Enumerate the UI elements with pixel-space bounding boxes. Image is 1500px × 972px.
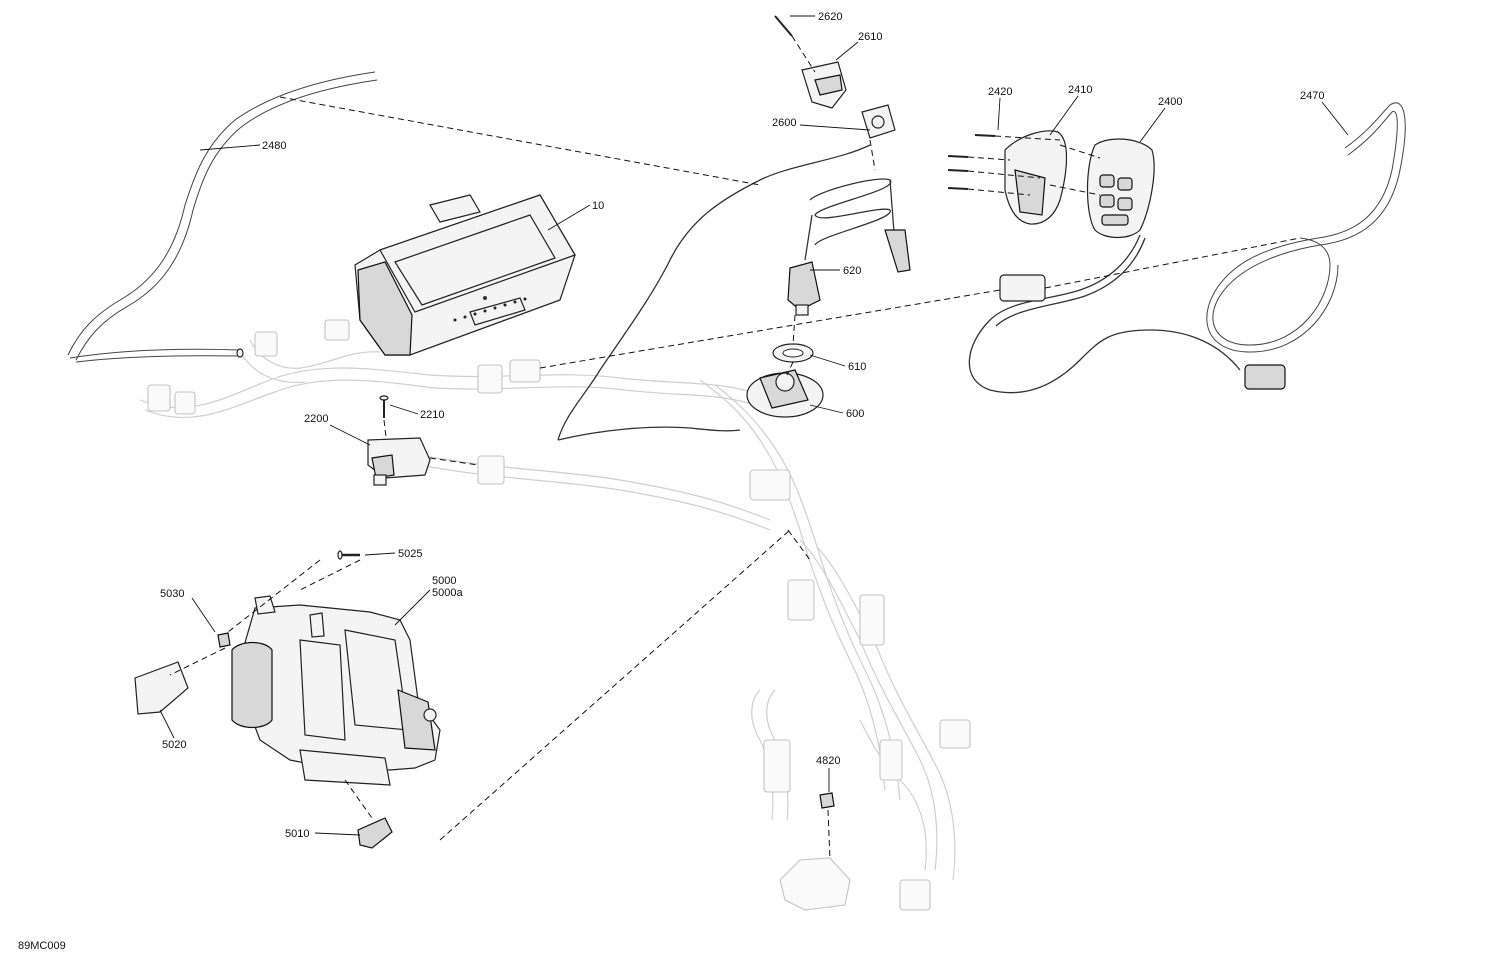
callout-2600: 2600 <box>772 117 796 129</box>
callout-4820: 4820 <box>816 755 840 767</box>
ecm-5000 <box>231 595 441 786</box>
bolt-5025 <box>337 550 360 560</box>
callout-5010: 5010 <box>285 828 309 840</box>
callout-5000a: 5000a <box>432 587 463 599</box>
callout-5030: 5030 <box>160 588 184 600</box>
tether-cable-2600 <box>557 144 871 441</box>
callout-600: 600 <box>846 408 864 420</box>
hose-2480 <box>67 71 378 363</box>
callout-2400: 2400 <box>1158 96 1182 108</box>
callout-2620: 2620 <box>818 11 842 23</box>
hose-2470 <box>1206 102 1406 353</box>
callout-2420: 2420 <box>988 86 1012 98</box>
callout-2610: 2610 <box>858 31 882 43</box>
clip-5010 <box>357 817 393 849</box>
switch-module-2400 <box>1086 138 1155 239</box>
nut-5030 <box>217 632 231 648</box>
sensor-2200 <box>367 437 431 486</box>
callout-5025: 5025 <box>398 548 422 560</box>
figure-code: 89MC009 <box>18 940 66 952</box>
key-switch-600 <box>746 369 824 418</box>
callout-2410: 2410 <box>1068 84 1092 96</box>
callout-5020: 5020 <box>162 739 186 751</box>
callout-5000: 5000 <box>432 575 456 587</box>
callout-labels: 2620 2610 2600 2420 2410 2400 2470 2480 … <box>160 11 1324 840</box>
screw-2210 <box>379 395 389 418</box>
callout-620: 620 <box>843 265 861 277</box>
main-wiring-harness <box>139 319 971 911</box>
callout-leaders <box>159 15 1349 836</box>
lanyard-housing-2610 <box>801 61 896 139</box>
coiled-lanyard <box>804 178 911 273</box>
switch-housing-2410 <box>1004 130 1068 225</box>
callout-2470: 2470 <box>1300 90 1324 102</box>
safety-key-620 <box>787 261 821 316</box>
nut-4820 <box>819 792 835 809</box>
callout-2210: 2210 <box>420 409 444 421</box>
screws-2420 <box>947 134 996 190</box>
bracket-5020 <box>134 661 189 715</box>
callout-2200: 2200 <box>304 413 328 425</box>
callout-610: 610 <box>848 361 866 373</box>
callout-10: 10 <box>592 200 604 212</box>
bezel-610 <box>772 343 814 363</box>
instrument-cluster-10 <box>354 194 576 356</box>
screw-2620 <box>774 15 793 37</box>
switch-wiring <box>968 234 1286 394</box>
callout-2480: 2480 <box>262 140 286 152</box>
